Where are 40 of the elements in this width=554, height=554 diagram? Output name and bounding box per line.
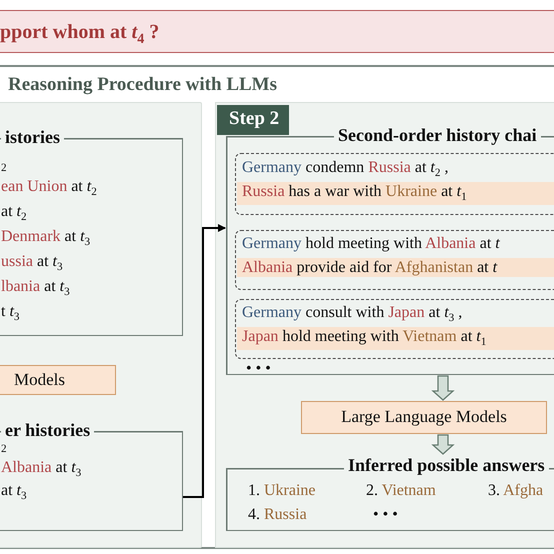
history-text: Denmark at t$_{3}$ — [1, 227, 90, 250]
history-text: at t$_{3}$ — [1, 481, 27, 504]
model-label: Large Language Models — [340, 407, 508, 428]
panel-background — [215, 102, 554, 548]
answer-text: 4. Russia — [248, 505, 307, 524]
group-box — [226, 457, 554, 531]
history-text: Germany condemn Russia at t$_{2}$ , — [242, 158, 448, 181]
model-label: Models — [14, 370, 65, 390]
answer-text: 3. Afgha — [488, 481, 544, 500]
answer-text: 2. Vietnam — [366, 481, 436, 500]
history-text: 2 — [1, 442, 7, 457]
history-text: lbania at t$_{3}$ — [1, 277, 70, 300]
block-arrow — [431, 375, 455, 401]
section-frame — [0, 65, 554, 549]
history-text: ussia at t$_{3}$ — [1, 252, 63, 275]
answer-text: 1. Ukraine — [248, 481, 316, 500]
history-text: t t$_{3}$ — [1, 302, 20, 325]
history-text: 2 — [1, 161, 7, 176]
history-text: Germany consult with Japan at t$_{3}$ , — [242, 303, 462, 326]
ellipsis: • • • — [373, 505, 398, 524]
question-banner — [0, 10, 554, 53]
model-box — [0, 365, 116, 395]
history-text: ean Union at t$_{2}$ — [1, 177, 97, 200]
dashed-box — [235, 153, 554, 215]
section-heading: Reasoning Procedure with LLMs — [8, 74, 277, 97]
history-text: Albania at t$_{3}$ — [1, 458, 82, 481]
question-text: pport whom at t$_{4}$ ? — [0, 20, 160, 49]
connector-arrow — [183, 224, 226, 498]
history-text: Russia has a war with Ukraine at t$_{1}$ — [237, 182, 554, 205]
panel-background — [0, 102, 202, 548]
ellipsis: • • • — [246, 359, 271, 378]
dashed-box — [235, 230, 554, 290]
history-text: Albania provide aid for Afghanistan at t — [237, 258, 554, 278]
history-text: Japan hold meeting with Vietnam at t$_{1}$ — [237, 327, 554, 350]
model-box — [301, 401, 547, 434]
group-title: Inferred possible answers — [344, 455, 549, 477]
history-text: at t$_{2}$ — [1, 202, 27, 225]
block-arrow — [431, 434, 455, 455]
dashed-box — [235, 299, 554, 359]
history-text: Germany hold meeting with Albania at t — [242, 234, 500, 254]
